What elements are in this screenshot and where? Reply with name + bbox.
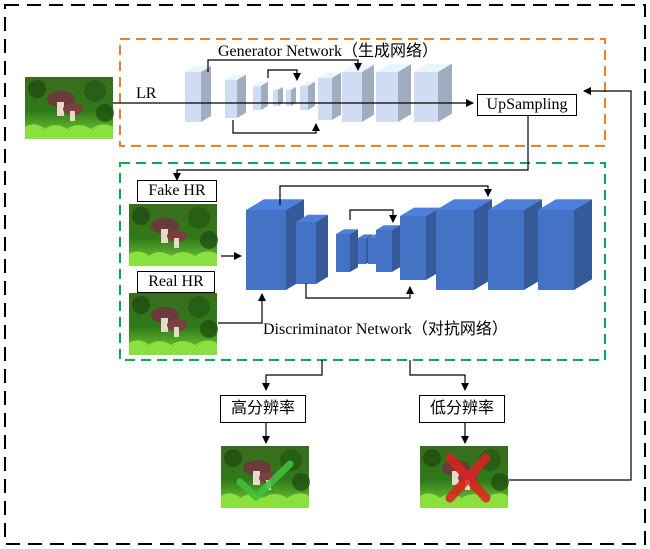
high-res-output-image [221, 446, 310, 508]
feedback-arrow [509, 87, 632, 481]
lr-label: LR [136, 85, 157, 102]
real-hr-label: Real HR [137, 271, 215, 293]
discriminator-title: Discriminator Network（对抗网络） [263, 321, 508, 338]
generator-skip-connections [207, 59, 362, 134]
real-hr-image [129, 293, 218, 355]
generator-layer-3 [253, 81, 268, 110]
generator-layer-10 [414, 63, 452, 122]
generator-layer-7 [318, 72, 341, 120]
discriminator-border [119, 162, 606, 361]
generator-layer-4 [273, 87, 283, 106]
generator-layer-5 [286, 87, 296, 106]
disc-to-high-arrow [262, 360, 323, 391]
discriminator-layer-8 [436, 199, 492, 290]
generator-border [119, 38, 606, 147]
generator-layer-1 [185, 66, 211, 122]
discriminator-layer-7 [400, 207, 440, 280]
discriminator-skip-connections [279, 185, 492, 299]
discriminator-layer-3 [336, 229, 358, 272]
discriminator-layer-2 [296, 214, 328, 284]
disc-to-low-arrow [409, 360, 469, 391]
upsampling-box: UpSampling [477, 94, 577, 116]
cross-mark-icon [445, 453, 491, 503]
discriminator-layer-6 [376, 225, 400, 272]
generator-layer-9 [376, 64, 411, 122]
high-res-label: 高分辨率 [220, 395, 306, 423]
fake-hr-image [129, 204, 218, 266]
upsampling-to-fake-arrow [173, 116, 529, 181]
low-res-label: 低分辨率 [419, 395, 505, 423]
check-mark-icon [236, 460, 294, 501]
discriminator-layer-10 [538, 199, 592, 290]
generator-layer-8 [342, 64, 374, 122]
generator-blocks [185, 63, 452, 122]
generator-title: Generator Network（生成网络） [218, 43, 438, 60]
generator-layer-2 [225, 74, 246, 118]
generator-layer-6 [300, 81, 315, 110]
discriminator-layer-1 [246, 199, 304, 290]
discriminator-layer-9 [488, 199, 542, 290]
real-to-disc-arrow [218, 293, 266, 324]
lr-input-image [25, 77, 114, 139]
fake-hr-label: Fake HR [137, 180, 217, 202]
outer-border [4, 4, 646, 545]
discriminator-blocks [246, 199, 592, 290]
